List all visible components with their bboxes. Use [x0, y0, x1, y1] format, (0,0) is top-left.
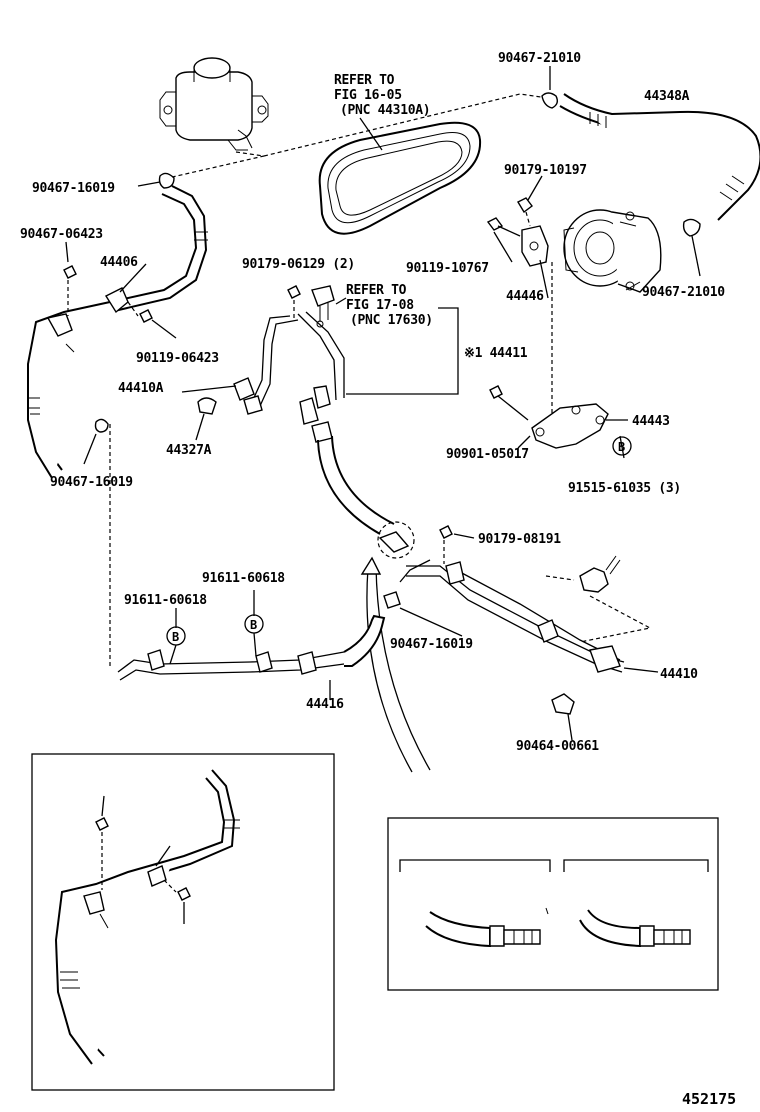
label-44416: 44416: [306, 697, 344, 712]
label-90179-10197: 90179-10197: [504, 163, 587, 178]
label-refer16-3: (PNC 44310A): [340, 103, 430, 118]
label-90119-06423-a: 90119-06423: [136, 351, 219, 366]
svg-text:B: B: [250, 618, 257, 632]
figure-number: 452175: [682, 1090, 736, 1108]
fitting-44410a: [233, 377, 263, 415]
bolt-90467-06423: [63, 265, 77, 279]
abs-bolt-1: [95, 817, 109, 831]
clamp-90467-16019-b: [94, 418, 109, 433]
clamps-44416: [147, 649, 317, 675]
label-90901-05017: 90901-05017: [446, 447, 529, 462]
label-44406: 44406: [100, 255, 138, 270]
label-90179-08191: 90179-08191: [478, 532, 561, 547]
hose-44406: [27, 185, 208, 479]
bracket-44443: [531, 403, 609, 449]
label-90467-21010-b: 90467-21010: [642, 285, 725, 300]
reservoir-dash-left: [167, 151, 265, 179]
label-91515-61035: 91515-61035 (3): [568, 481, 681, 496]
label-90119-10767: 90119-10767: [406, 261, 489, 276]
pipe-44410a: [251, 311, 345, 407]
label-91611-60618-a: 91611-60618: [202, 571, 285, 586]
refer16-leader: [359, 117, 383, 151]
label-44348a: 44348A: [644, 89, 690, 104]
label-44411-main: ※1 44411: [464, 346, 528, 361]
bolt-90179-08191: [439, 525, 453, 539]
hose-joint: [378, 531, 410, 553]
bolt-90901-05017: [489, 385, 529, 421]
sensor-fig17: [311, 285, 335, 328]
label-refer17-2: FIG 17-08: [346, 298, 414, 313]
valve-fitting: [299, 385, 333, 443]
label-44327a: 44327A: [166, 443, 212, 458]
label-90467-16019-c: 90467-16019: [390, 637, 473, 652]
koyo-end: [579, 909, 691, 948]
marker-b-1: B: [166, 626, 186, 646]
clamp-90467-21010-b: [682, 218, 701, 237]
label-44443: 44443: [632, 414, 670, 429]
detail-arrow: [366, 567, 413, 773]
reservoir-dash-right: [263, 93, 549, 157]
label-44410a: 44410A: [118, 381, 164, 396]
bolt-90119-10767: [486, 217, 521, 237]
abs-box: [31, 753, 335, 1091]
clip-44327a: [197, 397, 217, 415]
bolt-90119-06423-a: [139, 309, 153, 323]
drive-belt: [318, 121, 482, 235]
label-44410: 44410: [660, 667, 698, 682]
label-refer16-1: REFER TO: [334, 73, 395, 88]
label-refer16-2: FIG 16-05: [334, 88, 402, 103]
reservoir-tank: [159, 57, 269, 151]
clamp-90467-21010-top: [541, 92, 559, 109]
label-90467-16019-a: 90467-16019: [32, 181, 115, 196]
label-91611-60618-b: 91611-60618: [124, 593, 207, 608]
abs-bolt-2: [177, 887, 191, 901]
label-refer17-1: REFER TO: [346, 283, 407, 298]
clamp-90467-16019-a: [158, 172, 175, 189]
power-steering-pump: [563, 209, 662, 293]
label-44446: 44446: [506, 289, 544, 304]
clamp-90464-00661: [551, 693, 575, 715]
gearbox-fitting: [579, 555, 621, 593]
svg-text:B: B: [618, 440, 625, 454]
label-90464-00661: 90464-00661: [516, 739, 599, 754]
bracket-44446: [521, 225, 549, 267]
label-90467-16019-b: 90467-16019: [50, 475, 133, 490]
nut-90179-06129: [287, 285, 301, 299]
variant-box: [387, 817, 719, 991]
detail-circle: [377, 521, 415, 559]
label-refer17-3: (PNC 17630): [350, 313, 433, 328]
abs-hose-44406: [54, 769, 240, 1065]
marker-b-3: B: [612, 436, 632, 456]
label-90467-21010-top: 90467-21010: [498, 51, 581, 66]
toyoda-koki-end: [425, 907, 549, 948]
hose-44411-lower: [317, 435, 395, 535]
svg-text:B: B: [172, 630, 179, 644]
fittings-44410: [383, 561, 621, 673]
abs-brackets: [83, 865, 167, 929]
hose-44348a: [559, 93, 760, 221]
nut-90179-10197: [517, 197, 533, 214]
label-90179-06129: 90179-06129 (2): [242, 257, 355, 272]
label-90467-06423: 90467-06423: [20, 227, 103, 242]
bracket-koyo: [563, 859, 709, 872]
bracket-toyoda: [399, 859, 551, 872]
marker-b-2: B: [244, 614, 264, 634]
